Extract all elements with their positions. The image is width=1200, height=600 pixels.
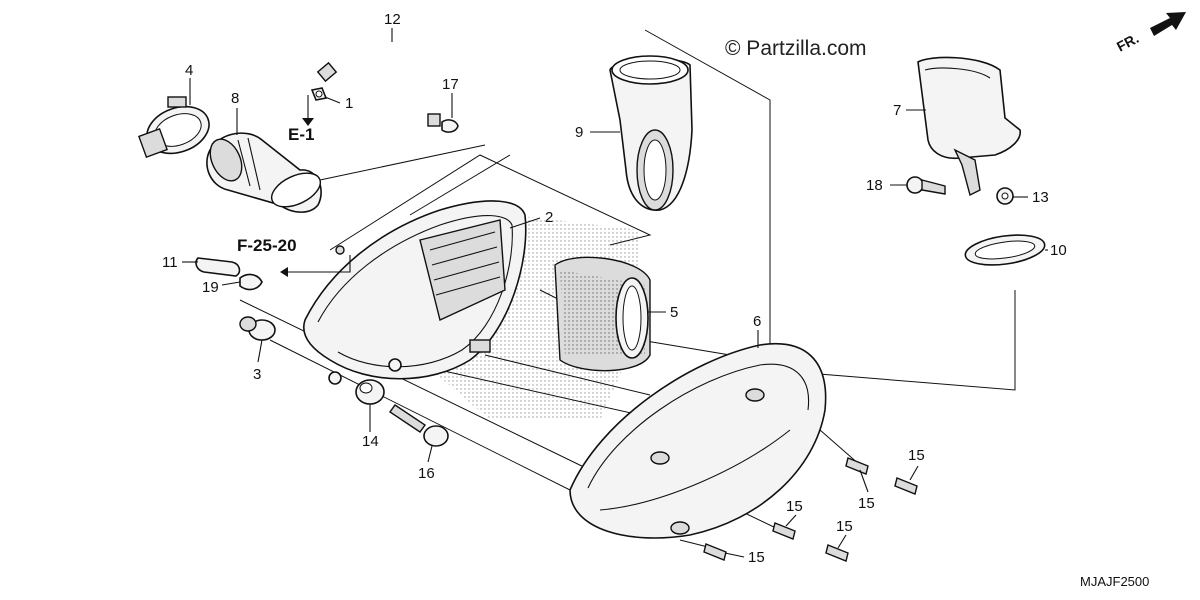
diagram-code: MJAJF2500 (1080, 574, 1149, 589)
reference-arrows (280, 95, 351, 277)
callout-6: 6 (753, 313, 761, 330)
tube-part-11 (195, 257, 241, 277)
callout-19: 19 (202, 279, 219, 296)
callout-17: 17 (442, 76, 459, 93)
reference-e1: E-1 (288, 125, 314, 144)
band-part-4 (138, 96, 210, 158)
callout-15: 15 (748, 549, 765, 566)
grommet-part-3 (239, 316, 276, 341)
callout-15: 15 (836, 518, 853, 535)
callout-12: 12 (384, 11, 401, 28)
filter-element-part-5 (554, 256, 651, 372)
callout-11: 11 (162, 254, 178, 271)
clip-part-1 (310, 87, 328, 101)
grommet-part-14 (355, 379, 385, 405)
air-cleaner-cover-part-6 (569, 343, 827, 539)
air-cleaner-case-part-2 (303, 200, 527, 385)
callout-4: 4 (185, 62, 193, 79)
bolt-part-16 (389, 404, 449, 447)
clip-part-19 (239, 273, 263, 291)
clip-part-17 (441, 119, 459, 133)
air-duct-part-7 (917, 56, 1021, 197)
callout-15: 15 (908, 447, 925, 464)
callout-7: 7 (893, 102, 901, 119)
callout-10: 10 (1050, 242, 1067, 259)
nut-part-13 (996, 187, 1014, 205)
callout-15: 15 (858, 495, 875, 512)
callout-16: 16 (418, 465, 435, 482)
front-direction-label: FR. (1114, 30, 1141, 55)
callout-5: 5 (670, 304, 678, 321)
callout-9: 9 (575, 124, 583, 141)
reference-f2520: F-25-20 (237, 236, 297, 255)
callout-15: 15 (786, 498, 803, 515)
callout-1: 1 (345, 95, 353, 112)
seal-part-10 (964, 234, 1046, 266)
front-direction-indicator: FR. (1114, 12, 1186, 55)
callout-3: 3 (253, 366, 261, 383)
callout-13: 13 (1032, 189, 1049, 206)
watermark: © Partzilla.com (725, 37, 867, 60)
connecting-tube-part-8 (206, 132, 322, 213)
callout-18: 18 (866, 177, 883, 194)
front-arrow-icon (1150, 12, 1186, 36)
leader-lines (182, 28, 1048, 558)
intake-duct-part-9 (609, 55, 693, 211)
callout-2: 2 (545, 209, 553, 226)
breather-tube-part-12 (316, 36, 441, 127)
screws-part-15 (703, 457, 918, 562)
callout-14: 14 (362, 433, 379, 450)
bolt-part-18 (906, 176, 946, 195)
callout-8: 8 (231, 90, 239, 107)
